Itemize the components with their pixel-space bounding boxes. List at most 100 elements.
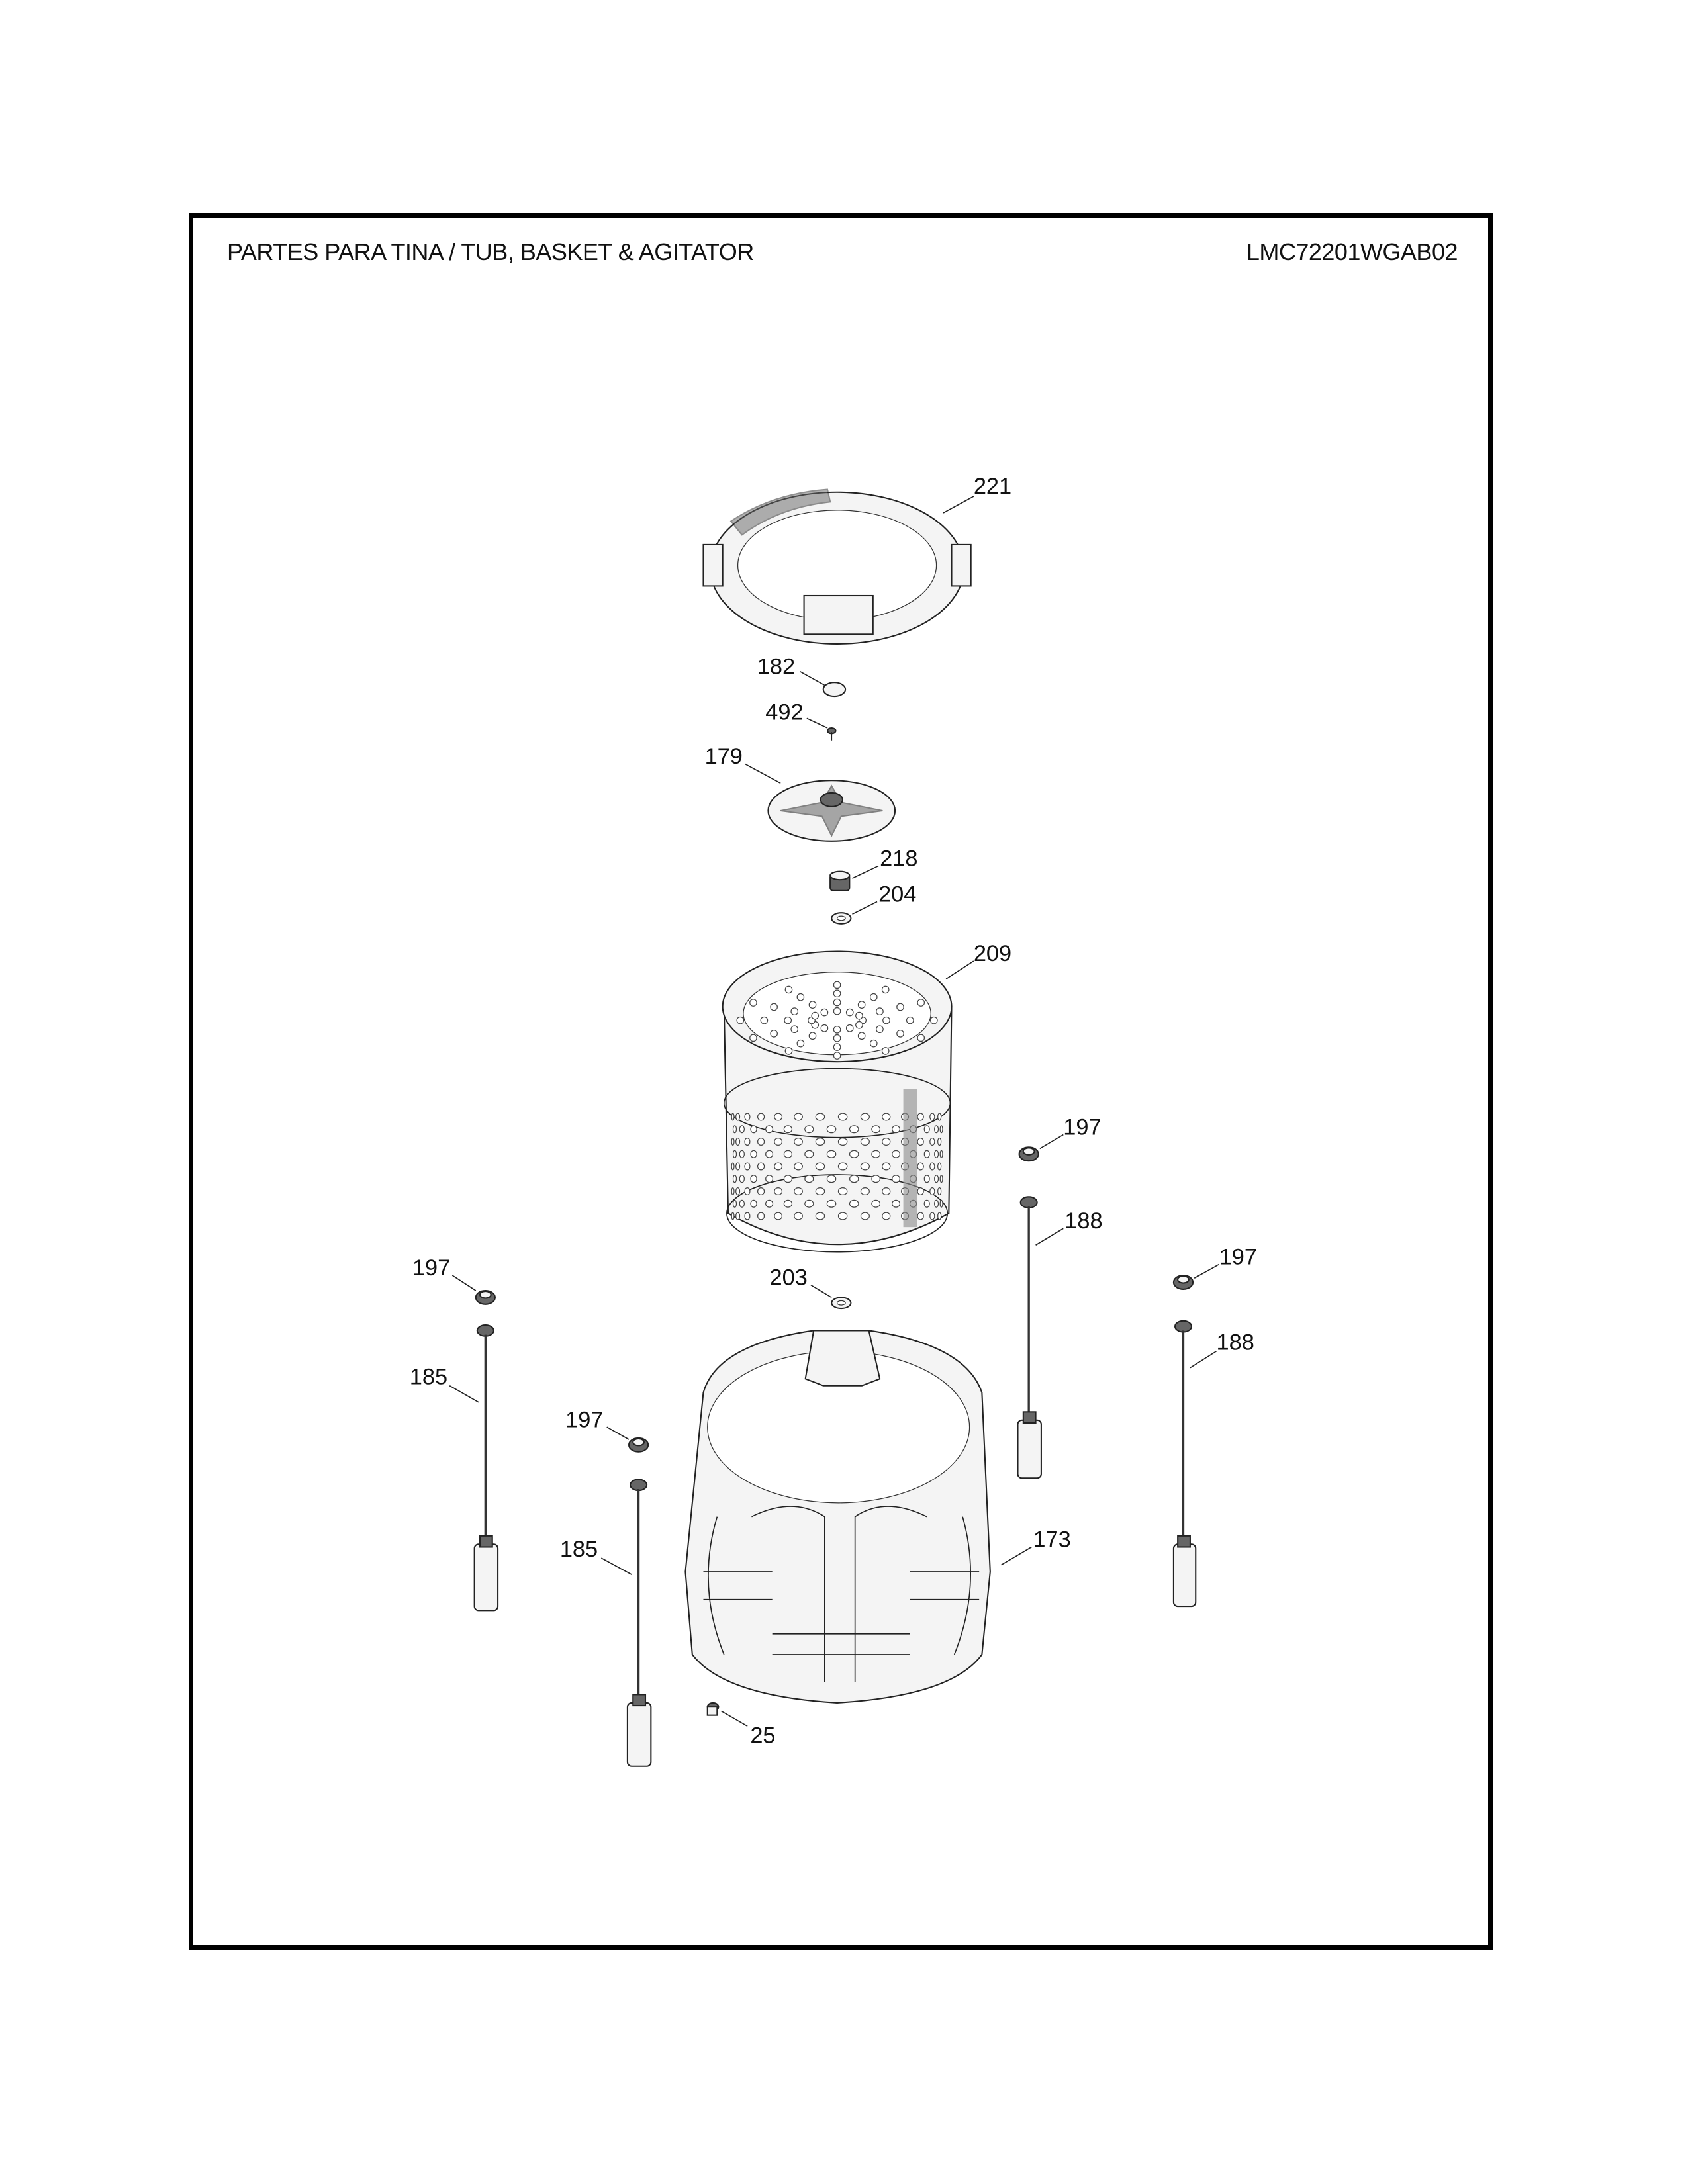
perforation-hole: [917, 999, 925, 1007]
callout-25: 25: [750, 1723, 775, 1748]
perforation-hole: [881, 985, 890, 994]
perforation-hole: [917, 1034, 925, 1042]
perforation-hole: [731, 1137, 735, 1146]
callout-221: 221: [974, 474, 1011, 499]
perforation-hole: [860, 1113, 870, 1121]
callout-185-b: 185: [560, 1537, 598, 1562]
perforation-hole: [939, 1175, 943, 1183]
perforation-hole: [826, 1125, 837, 1134]
perforation-hole: [770, 1030, 778, 1038]
callout-204: 204: [878, 882, 916, 907]
cap-part[interactable]: [822, 682, 847, 698]
perforation-hole: [735, 1212, 741, 1220]
perforation-hole: [882, 1212, 891, 1220]
perforation-hole: [811, 1011, 820, 1020]
perforation-hole: [731, 1162, 735, 1171]
perforation-hole: [860, 1212, 870, 1220]
perforation-hole: [794, 1113, 803, 1121]
seal-part[interactable]: [831, 1297, 852, 1310]
perforation-hole: [923, 1150, 930, 1158]
perforation-hole: [833, 1043, 841, 1051]
nut-part[interactable]: [829, 870, 851, 891]
screw-part[interactable]: [826, 727, 837, 741]
suspension-rod-part[interactable]: [1017, 1196, 1042, 1479]
perforation-hole: [917, 1212, 924, 1220]
perforation-hole: [937, 1113, 942, 1121]
perforation-hole: [906, 1016, 914, 1024]
perforation-hole: [784, 1016, 792, 1024]
callout-197-c: 197: [412, 1255, 450, 1281]
perforation-hole: [845, 1024, 854, 1032]
perforation-hole: [796, 1039, 805, 1048]
drain-fitting-part[interactable]: [706, 1702, 720, 1716]
perforation-hole: [739, 1125, 745, 1134]
perforation-hole: [837, 1113, 848, 1121]
suspension-rod-part[interactable]: [473, 1324, 499, 1612]
perforation-hole: [732, 1175, 737, 1183]
perforation-hole: [750, 1199, 757, 1208]
diagram-title: PARTES PARA TINA / TUB, BASKET & AGITATO…: [227, 238, 754, 265]
tub-cover-part[interactable]: [702, 488, 972, 645]
perforation-hole: [857, 1032, 866, 1040]
callout-197-a: 197: [1063, 1115, 1101, 1140]
perforation-hole: [815, 1187, 825, 1196]
perforation-hole: [860, 1162, 870, 1171]
outer-tub-part[interactable]: [684, 1330, 991, 1704]
perforation-hole: [934, 1150, 939, 1158]
perforation-hole: [794, 1212, 803, 1220]
callout-185-a: 185: [410, 1365, 447, 1390]
perforation-hole: [732, 1150, 737, 1158]
perforation-hole: [757, 1212, 765, 1220]
perforation-hole: [833, 1007, 841, 1015]
perforation-hole: [732, 1125, 737, 1134]
perforation-hole: [939, 1199, 943, 1208]
perforation-hole: [790, 1007, 799, 1015]
perforation-hole: [804, 1199, 814, 1208]
perforation-hole: [794, 1137, 803, 1146]
perforation-hole: [749, 999, 757, 1007]
perforation-hole: [796, 993, 805, 1001]
perforation-hole: [744, 1212, 751, 1220]
callout-173: 173: [1033, 1527, 1070, 1553]
perforation-hole: [849, 1175, 859, 1183]
perforation-hole: [735, 1113, 741, 1121]
perforation-hole: [869, 1039, 878, 1048]
suspension-rod-part[interactable]: [626, 1479, 652, 1767]
damper-cap-part[interactable]: [628, 1437, 649, 1453]
perforation-hole: [929, 1187, 935, 1196]
suspension-rod-part[interactable]: [1172, 1320, 1197, 1608]
perforation-hole: [833, 998, 841, 1007]
perforation-hole: [757, 1162, 765, 1171]
perforation-hole: [826, 1199, 837, 1208]
damper-cap-part[interactable]: [475, 1289, 496, 1305]
perforation-hole: [892, 1199, 901, 1208]
perforation-hole: [917, 1187, 924, 1196]
callout-197-d: 197: [565, 1407, 603, 1432]
callout-203: 203: [770, 1265, 808, 1291]
perforation-hole: [735, 1137, 741, 1146]
perforation-hole: [937, 1162, 942, 1171]
perforation-hole: [929, 1212, 935, 1220]
damper-cap-part[interactable]: [1172, 1275, 1194, 1290]
perforation-hole: [849, 1125, 859, 1134]
callout-179: 179: [705, 744, 743, 769]
perforation-hole: [826, 1150, 837, 1158]
perforation-hole: [808, 1032, 817, 1040]
perforation-hole: [783, 1175, 793, 1183]
perforation-hole: [896, 1030, 904, 1038]
perforation-hole: [784, 1047, 793, 1055]
perforation-hole: [739, 1150, 745, 1158]
perforation-hole: [815, 1212, 825, 1220]
callout-218: 218: [880, 846, 917, 871]
perforation-hole: [882, 1016, 890, 1024]
perforation-hole: [731, 1212, 735, 1220]
perforation-hole: [882, 1113, 891, 1121]
washer-part[interactable]: [831, 912, 852, 925]
perforation-hole: [860, 1137, 870, 1146]
pulsator-part[interactable]: [767, 780, 896, 842]
perforation-hole: [774, 1113, 783, 1121]
basket-part[interactable]: [722, 950, 953, 1253]
perforation-hole: [837, 1137, 848, 1146]
damper-cap-part[interactable]: [1018, 1146, 1039, 1162]
perforation-hole: [923, 1199, 930, 1208]
